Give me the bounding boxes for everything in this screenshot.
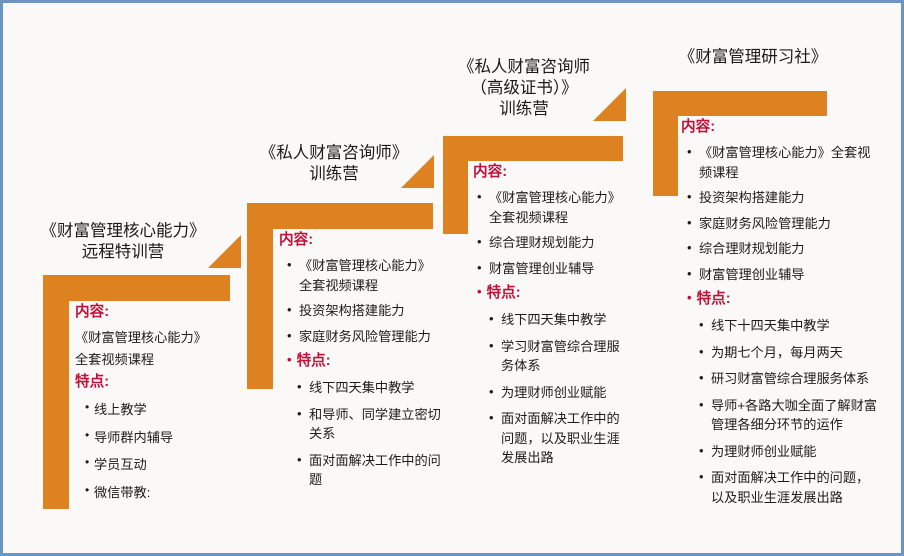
list-item: 投资架构搭建能力 <box>287 300 441 321</box>
step-2-title: 《私人财富咨询师》 训练营 <box>259 144 409 184</box>
list-item: 和导师、同学建立密切关系 <box>297 404 441 444</box>
step-2-arrow-icon <box>401 155 434 188</box>
list-item: 面对面解决工作中的问题，以及职业生涯发展出路 <box>489 408 625 468</box>
step-1-features-list: 线上教学 导师群内辅导 学员互动 微信带教: <box>75 399 233 503</box>
list-item: 学员互动 <box>85 454 233 475</box>
step-2-body: 内容: 《财富管理核心能力》全套视频课程 投资架构搭建能力 家庭财务风险管理能力… <box>279 231 441 497</box>
step-4-features-heading: 特点: <box>687 290 881 309</box>
list-item: 家庭财务风险管理能力 <box>287 326 441 347</box>
step-4-content-list: 《财富管理核心能力》全套视频课程 投资架构搭建能力 家庭财务风险管理能力 综合理… <box>681 142 881 285</box>
step-1-features-heading: 特点: <box>75 374 110 391</box>
step-1-bracket-left <box>43 275 69 509</box>
step-4-bracket-left <box>653 91 678 196</box>
step-3-bracket-top <box>443 136 623 161</box>
step-3-bracket-left <box>443 136 468 234</box>
step-2-content-list: 《财富管理核心能力》全套视频课程 投资架构搭建能力 家庭财务风险管理能力 <box>279 255 441 347</box>
list-item: 为期七个月，每月两天 <box>699 342 881 363</box>
step-3-title: 《私人财富咨询师 （高级证书）》 训练营 <box>458 58 590 119</box>
step-2-bracket-top <box>247 203 433 229</box>
list-item: 微信带教: <box>85 482 233 503</box>
step-3-arrow-icon <box>593 88 626 121</box>
list-item: 家庭财务风险管理能力 <box>687 213 881 234</box>
step-2-bracket-left <box>247 203 273 389</box>
step-3-content-list: 《财富管理核心能力》全套视频课程 综合理财规划能力 财富管理创业辅导 <box>473 187 625 279</box>
list-item: 导师+各路大咖全面了解财富管理各细分环节的运作 <box>699 395 881 435</box>
list-item: 线上教学 <box>85 399 233 420</box>
list-item: 学习财富管综合理服务体系 <box>489 336 625 376</box>
step-4-title: 《财富管理研习社》 <box>678 48 828 66</box>
step-4-content-heading: 内容: <box>681 119 716 135</box>
step-2-features-list: 线下四天集中教学 和导师、同学建立密切关系 面对面解决工作中的问题 <box>279 377 441 490</box>
list-item: 财富管理创业辅导 <box>687 264 881 285</box>
list-item: 综合理财规划能力 <box>687 238 881 259</box>
step-1-content-line-1: 《财富管理核心能力》 <box>75 329 207 345</box>
list-item: 线下四天集中教学 <box>489 309 625 330</box>
step-4-body: 内容: 《财富管理核心能力》全套视频课程 投资架构搭建能力 家庭财务风险管理能力… <box>681 118 881 514</box>
list-item: 线下四天集中教学 <box>297 377 441 398</box>
step-1-bracket-top <box>43 275 230 301</box>
step-1-body: 内容: 《财富管理核心能力》 全套视频课程 特点: 线上教学 导师群内辅导 学员… <box>75 303 233 510</box>
list-item: 《财富管理核心能力》全套视频课程 <box>287 255 441 295</box>
list-item: 投资架构搭建能力 <box>687 187 881 208</box>
step-1-arrow-icon <box>208 235 241 268</box>
step-4-bracket-top <box>653 91 827 116</box>
list-item: 为理财师创业赋能 <box>489 382 625 403</box>
list-item: 《财富管理核心能力》全套视频课程 <box>477 187 625 227</box>
step-2-features-heading: 特点: <box>287 352 441 371</box>
step-3-features-heading: 特点: <box>477 284 625 303</box>
step-1-content-line-2: 全套视频课程 <box>75 351 155 367</box>
list-item: 导师群内辅导 <box>85 427 233 448</box>
step-1-title: 《财富管理核心能力》 远程特训营 <box>40 222 206 262</box>
list-item: 《财富管理核心能力》全套视频课程 <box>687 142 881 182</box>
list-item: 面对面解决工作中的问题，以及职业生涯发展出路 <box>699 467 881 507</box>
step-3-content-heading: 内容: <box>473 164 508 180</box>
list-item: 面对面解决工作中的问题 <box>297 450 441 490</box>
list-item: 为理财师创业赋能 <box>699 441 881 462</box>
list-item: 线下十四天集中教学 <box>699 315 881 336</box>
step-3-features-list: 线下四天集中教学 学习财富管综合理服务体系 为理财师创业赋能 面对面解决工作中的… <box>473 309 625 468</box>
list-item: 研习财富管综合理服务体系 <box>699 368 881 389</box>
step-2-content-heading: 内容: <box>279 232 314 248</box>
step-3-body: 内容: 《财富管理核心能力》全套视频课程 综合理财规划能力 财富管理创业辅导 特… <box>473 163 625 475</box>
step-1-content-heading: 内容: <box>75 304 110 320</box>
list-item: 综合理财规划能力 <box>477 232 625 253</box>
step-4-features-list: 线下十四天集中教学 为期七个月，每月两天 研习财富管综合理服务体系 导师+各路大… <box>681 315 881 507</box>
list-item: 财富管理创业辅导 <box>477 258 625 279</box>
